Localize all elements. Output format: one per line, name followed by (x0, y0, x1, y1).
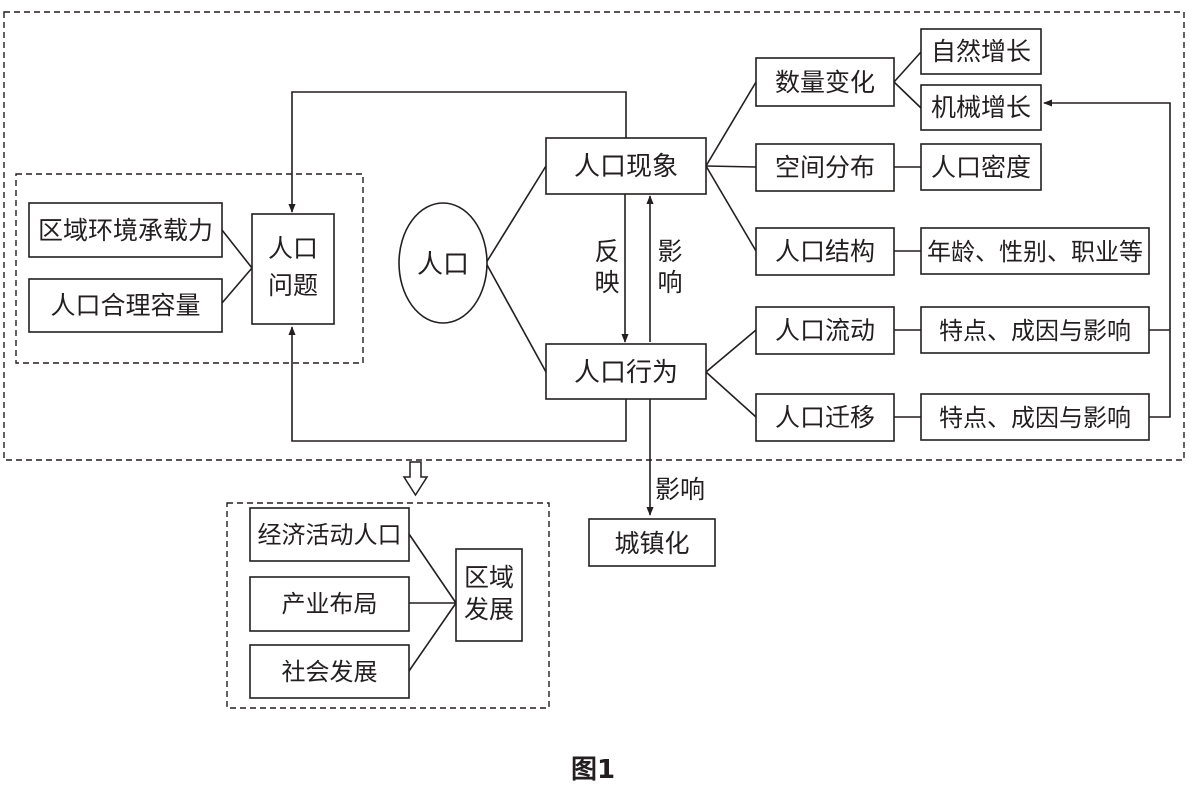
migration-details-node: 特点、成因与影响 (920, 393, 1150, 441)
flow-node: 人口流动 (755, 306, 895, 355)
flow-label: 人口流动 (775, 316, 875, 345)
structure-label: 人口结构 (775, 237, 875, 266)
center-node: 人口 (398, 202, 488, 324)
phenomenon-node: 人口现象 (545, 137, 707, 195)
urbanization-node: 城镇化 (588, 518, 716, 567)
reflect-label-1: 反 (594, 237, 619, 266)
connector-center-behavior (485, 262, 547, 373)
density-label: 人口密度 (931, 153, 1031, 182)
influence-label-1: 影 (657, 237, 682, 266)
natural-growth-node: 自然增长 (920, 28, 1042, 75)
structure-details-node: 年龄、性别、职业等 (920, 227, 1150, 275)
arrows (288, 91, 1171, 516)
reflect-label-2: 映 (594, 268, 619, 297)
connector-reasonable-problem (221, 267, 253, 304)
structure-details-label: 年龄、性别、职业等 (927, 238, 1143, 266)
natural-growth-label: 自然增长 (931, 37, 1031, 66)
behavior-node: 人口行为 (545, 343, 707, 400)
connector-phenomenon-quantity (705, 81, 757, 167)
connector-capacity-problem (221, 229, 253, 269)
industry-layout-label: 产业布局 (282, 590, 378, 618)
arrow-behavior-to-problem (288, 326, 627, 442)
connector-center-phenomenon (485, 165, 547, 264)
connector-quantity-mechanical (893, 81, 922, 109)
social-development-node: 社会发展 (249, 644, 410, 699)
social-development-label: 社会发展 (282, 658, 378, 686)
connector-economic-development (408, 533, 457, 604)
economic-population-label: 经济活动人口 (258, 521, 402, 549)
problem-label-2: 问题 (268, 271, 318, 300)
behavior-label: 人口行为 (574, 358, 678, 388)
distribution-label: 空间分布 (775, 153, 875, 182)
center-label: 人口 (417, 250, 469, 280)
connector-behavior-flow (705, 329, 757, 373)
regional-development-label-1: 区域 (464, 563, 514, 592)
connector-quantity-natural (893, 51, 922, 83)
figure-caption: 图1 (571, 755, 615, 785)
connector-phenomenon-structure (705, 165, 757, 252)
distribution-node: 空间分布 (755, 143, 895, 192)
mechanical-growth-label: 机械增长 (931, 93, 1031, 122)
connector-social-development (408, 602, 457, 672)
density-node: 人口密度 (920, 143, 1042, 191)
problem-node: 人口 问题 (251, 213, 335, 325)
arrow-feedback-to-mechanical (1044, 103, 1171, 418)
capacity-node: 区域环境承载力 (28, 202, 223, 258)
outer-dashed-frame (3, 11, 1185, 461)
migration-node: 人口迁移 (755, 393, 895, 442)
quantity-node: 数量变化 (755, 57, 895, 107)
migration-details-label: 特点、成因与影响 (939, 404, 1131, 432)
reasonable-capacity-node: 人口合理容量 (28, 278, 223, 333)
migration-label: 人口迁移 (775, 403, 875, 432)
reasonable-capacity-label: 人口合理容量 (50, 291, 200, 320)
development-dashed-frame (226, 502, 550, 709)
industry-layout-node: 产业布局 (249, 576, 410, 632)
connectors (221, 51, 922, 672)
problem-label-1: 人口 (268, 234, 318, 263)
flow-details-label: 特点、成因与影响 (939, 317, 1131, 345)
influence-label-2: 响 (657, 268, 682, 297)
economic-population-node: 经济活动人口 (249, 507, 410, 562)
regional-development-node: 区域 发展 (455, 548, 523, 642)
urbanization-influence-label: 影响 (655, 475, 705, 504)
connector-phenomenon-distribution (705, 165, 757, 168)
structure-node: 人口结构 (755, 227, 895, 276)
connector-behavior-migration (705, 371, 757, 418)
mechanical-growth-node: 机械增长 (920, 84, 1042, 131)
hollow-down-arrow-icon (402, 461, 429, 497)
capacity-label: 区域环境承载力 (38, 216, 213, 245)
phenomenon-label: 人口现象 (574, 152, 678, 182)
regional-development-label-2: 发展 (464, 595, 514, 624)
urbanization-label: 城镇化 (614, 529, 689, 558)
arrow-phenomenon-to-problem (288, 91, 627, 213)
problem-dashed-frame (15, 173, 364, 364)
flow-details-node: 特点、成因与影响 (920, 306, 1150, 354)
quantity-label: 数量变化 (775, 68, 875, 97)
